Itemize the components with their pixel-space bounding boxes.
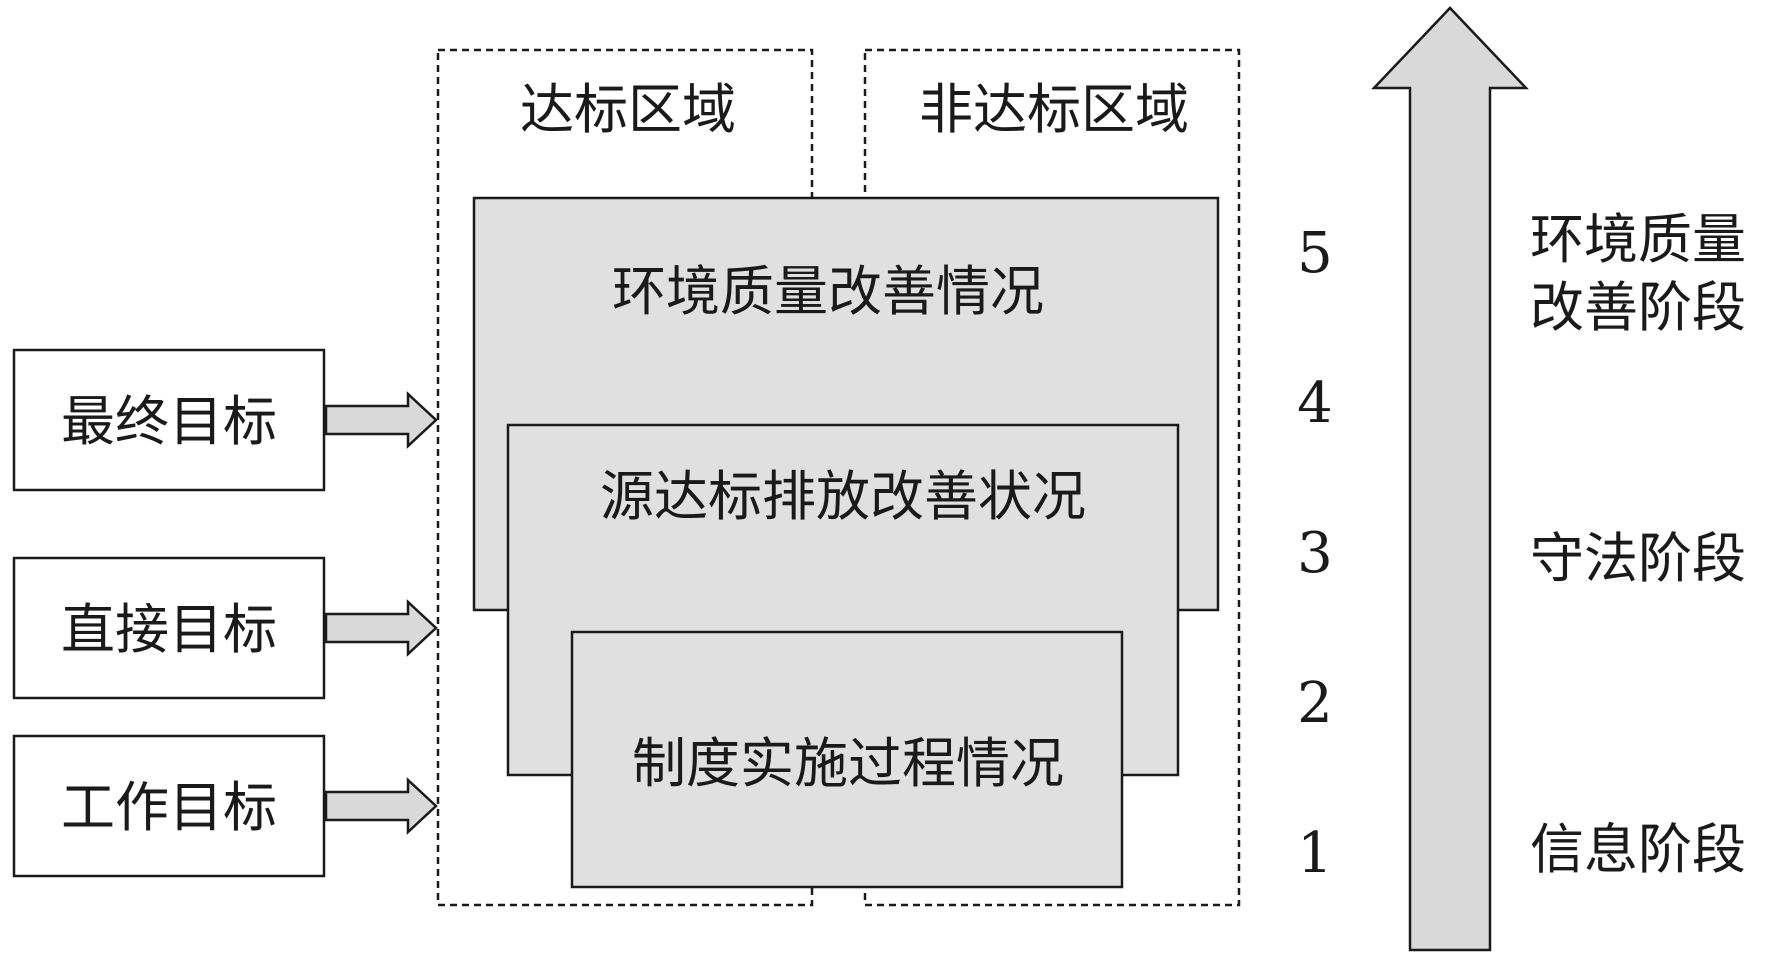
non-compliant-region-label: 非达标区域 — [919, 78, 1189, 141]
ultimate-goal-label: 最终目标 — [61, 390, 277, 453]
stage-information: 信息阶段 — [1530, 818, 1746, 881]
work-goal-box — [12, 734, 326, 878]
level-2: 2 — [1297, 671, 1333, 736]
work-goal-arrow — [324, 777, 438, 835]
work-goal-label: 工作目标 — [61, 776, 277, 839]
stage-progress-arrow — [1371, 6, 1529, 952]
stage-environment-line2: 改善阶段 — [1530, 276, 1746, 339]
direct-goal-box — [12, 556, 326, 700]
level-4: 4 — [1297, 371, 1333, 436]
system-implementation-label: 制度实施过程情况 — [632, 732, 1064, 795]
level-3: 3 — [1297, 521, 1333, 586]
environment-quality-label: 环境质量改善情况 — [612, 260, 1044, 323]
stage-environment-line1: 环境质量 — [1530, 208, 1746, 271]
direct-goal-label: 直接目标 — [61, 598, 277, 661]
system-implementation-box — [570, 630, 1124, 889]
ultimate-goal-box — [12, 348, 326, 492]
direct-goal-arrow — [324, 599, 438, 657]
compliant-region-label: 达标区域 — [520, 78, 736, 141]
stage-compliance: 守法阶段 — [1530, 527, 1746, 590]
source-compliance-label: 源达标排放改善状况 — [600, 465, 1086, 528]
ultimate-goal-arrow — [324, 391, 438, 449]
compliant-region-frame — [436, 48, 814, 907]
level-5: 5 — [1297, 221, 1333, 286]
level-1: 1 — [1297, 821, 1333, 886]
